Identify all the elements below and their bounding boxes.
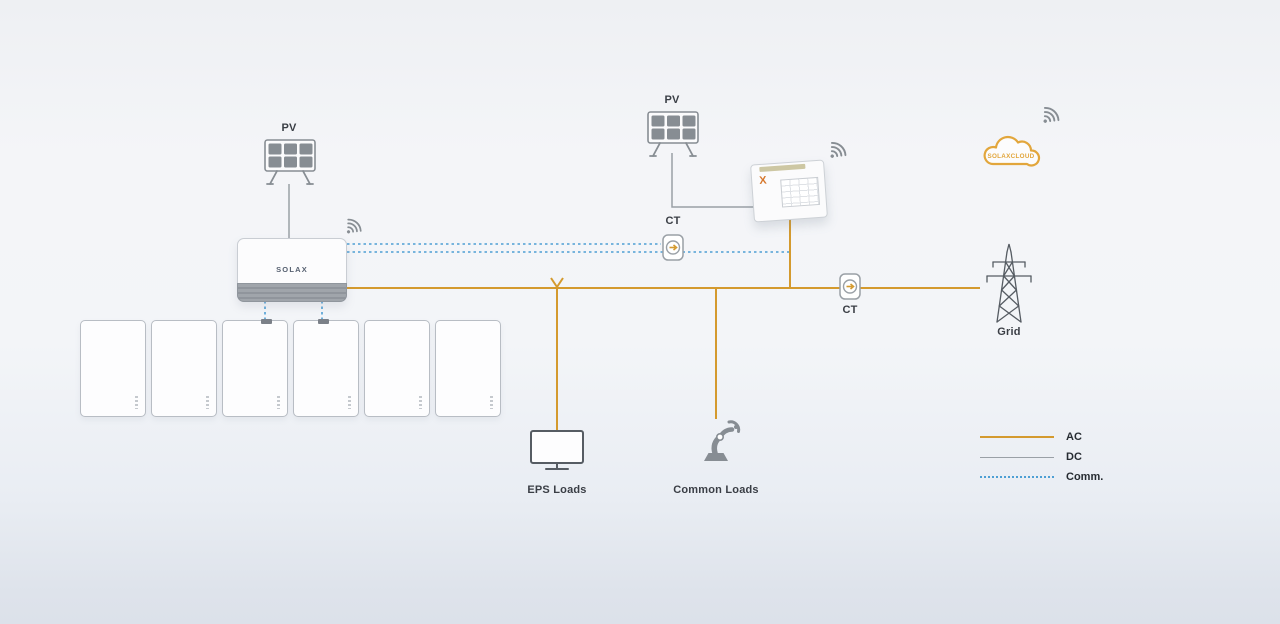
- pv-left-panel-icon: [260, 137, 320, 189]
- cloud-label: SOLAXCLOUD: [987, 153, 1034, 160]
- eps-loads-label: EPS Loads: [527, 484, 587, 496]
- battery-terminal: [318, 319, 329, 324]
- battery-print-mark: [348, 396, 351, 409]
- legend-ac-label: AC: [1066, 431, 1082, 443]
- grid-label: Grid: [997, 326, 1021, 338]
- inverter-brand-logo: SOLAX: [276, 265, 308, 274]
- pv-center-label: PV: [664, 94, 680, 106]
- dc-wire-pv-center: [671, 153, 754, 208]
- microinverter: X: [750, 159, 828, 223]
- inverter-vent-band: [237, 283, 347, 302]
- legend-dc-label: DC: [1066, 451, 1082, 463]
- hybrid-inverter: SOLAX: [237, 238, 347, 302]
- ct-right-label: CT: [842, 304, 858, 316]
- common-loads-label: Common Loads: [673, 484, 759, 496]
- ac-branch-marker: [550, 277, 564, 288]
- legend-dc-line: [980, 456, 1054, 458]
- battery-print-mark: [277, 396, 280, 409]
- battery-module-2: [151, 320, 217, 417]
- microinverter-logo: X: [758, 174, 767, 188]
- legend-comm-label: Comm.: [1066, 471, 1104, 483]
- battery-print-mark: [206, 396, 209, 409]
- legend-item-ac: AC: [980, 427, 1103, 447]
- grid-tower-icon: [973, 240, 1045, 326]
- battery-module-6: [435, 320, 501, 417]
- battery-print-mark: [135, 396, 138, 409]
- solax-cloud-icon: SOLAXCLOUD: [975, 122, 1049, 174]
- wifi-icon-inverter: [340, 216, 364, 240]
- legend-item-comm: Comm.: [980, 467, 1103, 487]
- battery-module-3: [222, 319, 288, 417]
- eps-loads-monitor-icon: [529, 429, 585, 471]
- common-loads-robot-icon: [691, 414, 743, 466]
- ct-sensor-grid: [839, 271, 861, 301]
- wifi-icon-microinverter: [823, 139, 849, 165]
- battery-module-5: [364, 320, 430, 417]
- legend: AC DC Comm.: [980, 427, 1103, 487]
- battery-terminal: [261, 319, 272, 324]
- battery-print-mark: [490, 396, 493, 409]
- microinverter-spec-label: [780, 176, 821, 208]
- battery-module-1: [80, 320, 146, 417]
- ct-top-label: CT: [665, 215, 681, 227]
- microinverter-top-strip: [759, 163, 806, 173]
- pv-left-label: PV: [281, 122, 297, 134]
- legend-ac-line: [980, 436, 1054, 438]
- battery-module-4: [293, 319, 359, 417]
- battery-print-mark: [419, 396, 422, 409]
- legend-comm-line: [980, 476, 1054, 478]
- wifi-icon-cloud: [1036, 104, 1062, 130]
- ct-sensor-top: [662, 232, 684, 262]
- pv-center-panel-icon: [643, 109, 703, 161]
- legend-item-dc: DC: [980, 447, 1103, 467]
